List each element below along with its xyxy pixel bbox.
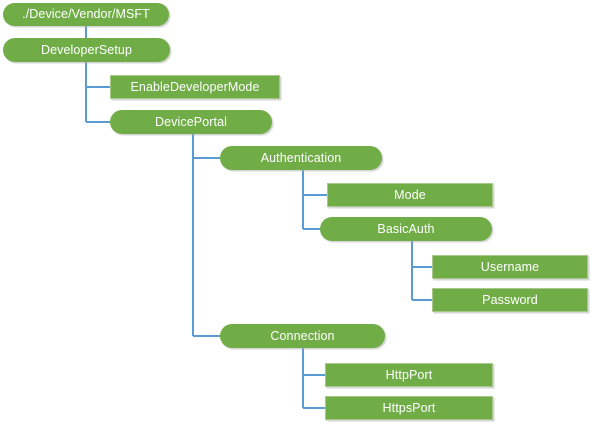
node-deviceportal[interactable]: DevicePortal (110, 110, 272, 134)
node-connection-label: Connection (270, 328, 335, 343)
node-developersetup-label: DeveloperSetup (40, 42, 133, 57)
node-enabledevelopermode-label: EnableDeveloperMode (130, 79, 260, 94)
node-deviceportal-label: DevicePortal (154, 114, 228, 129)
node-httpport[interactable]: HttpPort (325, 363, 493, 387)
node-basicauth[interactable]: BasicAuth (320, 217, 492, 241)
node-username-label: Username (480, 259, 540, 274)
node-httpsport[interactable]: HttpsPort (325, 396, 493, 420)
node-username[interactable]: Username (432, 255, 588, 279)
node-password[interactable]: Password (432, 288, 588, 312)
node-enabledevelopermode[interactable]: EnableDeveloperMode (110, 75, 280, 99)
node-authentication[interactable]: Authentication (220, 146, 382, 170)
node-root[interactable]: ./Device/Vendor/MSFT (3, 3, 169, 26)
node-root-label: ./Device/Vendor/MSFT (22, 7, 150, 22)
node-password-label: Password (482, 292, 538, 307)
node-basicauth-label: BasicAuth (377, 221, 435, 236)
node-authentication-label: Authentication (260, 150, 342, 165)
node-connection[interactable]: Connection (220, 324, 385, 348)
node-mode[interactable]: Mode (327, 183, 493, 207)
node-httpport-label: HttpPort (385, 367, 433, 382)
node-developersetup[interactable]: DeveloperSetup (3, 38, 170, 62)
node-httpsport-label: HttpsPort (382, 400, 436, 415)
node-mode-label: Mode (394, 187, 426, 202)
